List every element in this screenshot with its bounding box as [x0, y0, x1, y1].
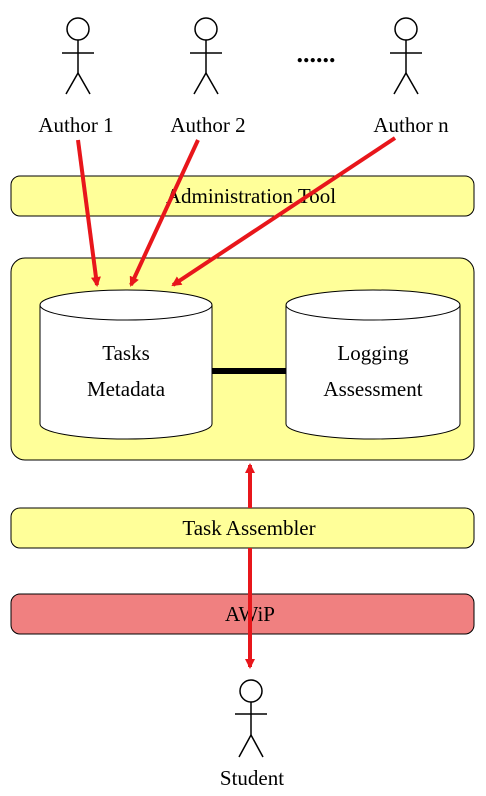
logging-assessment-database-icon	[285, 289, 461, 440]
assessment-label: Assessment	[323, 377, 422, 401]
student-label: Student	[220, 766, 284, 790]
task-assembler-label: Task Assembler	[182, 516, 315, 540]
author-n-label: Author n	[373, 113, 449, 137]
tasks-label: Tasks	[102, 341, 150, 365]
author-2-arrow	[129, 139, 200, 287]
metadata-label: Metadata	[87, 377, 166, 401]
ellipsis-label: ......	[297, 39, 336, 68]
task-assembler-bar	[10, 507, 475, 549]
author-1-arrow	[76, 139, 101, 287]
author-1-actor-icon	[62, 17, 94, 95]
awip-bar	[10, 593, 475, 635]
administration-tool-bar	[10, 175, 475, 217]
author-n-arrow	[171, 136, 397, 287]
author-1-label: Author 1	[38, 113, 113, 137]
author-2-actor-icon	[190, 17, 222, 95]
author-2-label: Author 2	[170, 113, 245, 137]
tasks-metadata-database-icon	[39, 289, 213, 440]
student-actor-icon	[235, 679, 267, 758]
logging-label: Logging	[337, 341, 409, 365]
author-n-actor-icon	[390, 17, 422, 95]
